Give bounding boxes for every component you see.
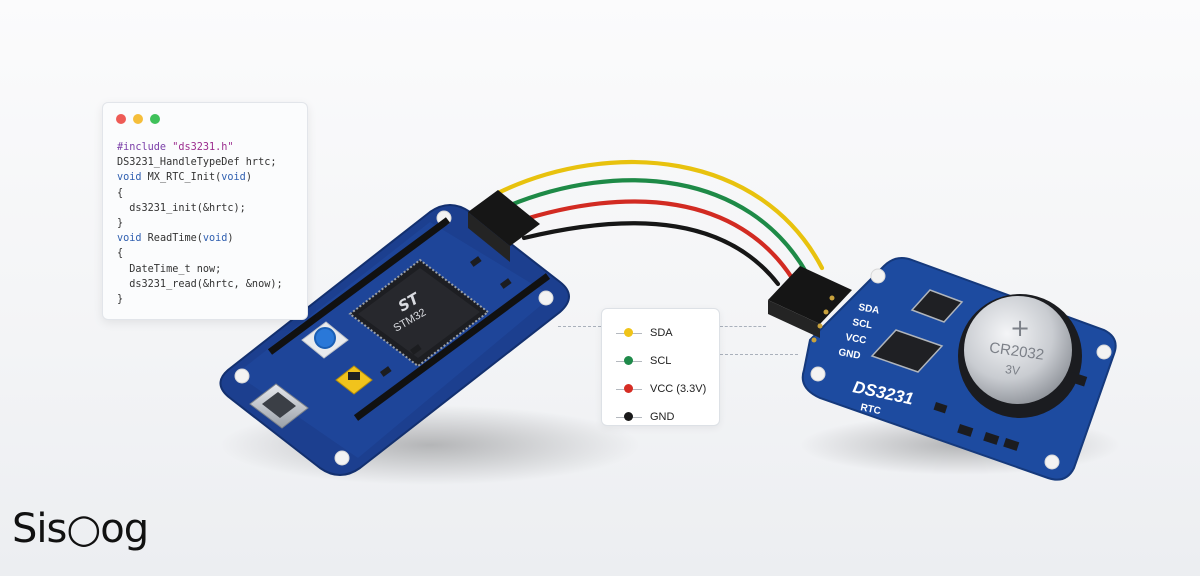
code-token: void — [117, 233, 148, 245]
legend-item-vcc: VCC (3.3V) — [616, 375, 706, 403]
code-line: ds3231_init(&hrtc); — [117, 201, 283, 216]
rtc-chip-ds3231 — [870, 329, 944, 373]
code-lines: #include "ds3231.h" DS3231_HandleTypeDef … — [117, 140, 283, 307]
wire-color-swatch-icon — [616, 384, 642, 394]
callout-line-right-top — [720, 326, 766, 327]
wire-sda — [497, 160, 825, 271]
code-token: } — [117, 293, 124, 305]
code-token: { — [117, 187, 124, 199]
code-token: ) — [227, 233, 234, 245]
battery-plus: + — [1010, 314, 1030, 342]
rtc-chip-eeprom — [910, 289, 964, 323]
code-line: DateTime_t now; — [117, 262, 283, 277]
legend-item-sda: SDA — [616, 319, 706, 347]
wire-color-swatch-icon — [616, 356, 642, 366]
callout-line-left — [558, 326, 601, 327]
rtc-board: SDA SCL VCC GND + CR2032 3V DS3231 RTC — [768, 257, 1117, 481]
code-token: MX_RTC_Init( — [147, 172, 222, 184]
rtc-pin-label-scl: SCL — [851, 317, 873, 331]
wire-scl — [505, 178, 809, 275]
code-token: #include — [117, 142, 173, 153]
stm32-bottom-header — [353, 273, 551, 462]
code-token: ReadTime( — [147, 233, 203, 245]
wiring-legend-list: SDA SCL VCC (3.3V) GND — [616, 319, 706, 431]
rtc-subtitle: RTC — [859, 402, 881, 417]
usb-connector — [249, 383, 309, 429]
rtc-battery: + CR2032 3V — [958, 294, 1082, 418]
code-token: ds3231_read(&hrtc, &now); — [117, 278, 283, 290]
code-token: void — [221, 172, 246, 184]
legend-label: GND — [650, 411, 675, 423]
brand-logo: Sis○og — [12, 506, 149, 552]
rtc-wire-header — [768, 266, 852, 343]
code-token: "ds3231.h" — [172, 142, 234, 153]
legend-label: SCL — [650, 355, 672, 367]
code-line: void ReadTime(void) — [117, 231, 283, 246]
legend-label: SDA — [650, 327, 673, 339]
code-snippet-card: #include "ds3231.h" DS3231_HandleTypeDef … — [102, 102, 308, 320]
code-token: DS3231_HandleTypeDef hrtc; — [117, 157, 277, 169]
code-line: { — [117, 186, 283, 201]
jumper-wires — [497, 160, 825, 287]
minimize-dot-icon — [133, 114, 143, 124]
code-token: { — [117, 248, 124, 260]
code-line: void MX_RTC_Init(void) — [117, 170, 283, 185]
code-token: DateTime_t now; — [117, 263, 222, 275]
rtc-pin-label-gnd: GND — [837, 347, 861, 362]
code-token: void — [202, 233, 228, 245]
legend-item-gnd: GND — [616, 403, 706, 431]
reset-button — [301, 321, 349, 359]
code-line: DS3231_HandleTypeDef hrtc; — [117, 155, 283, 170]
rtc-pin-label-sda: SDA — [857, 302, 880, 317]
maximize-dot-icon — [150, 114, 160, 124]
code-token: ds3231_init(&hrtc); — [117, 202, 246, 214]
code-token: void — [117, 172, 148, 184]
code-token: ) — [245, 172, 252, 184]
callout-line-right-bottom — [720, 354, 798, 355]
wire-vcc — [513, 199, 795, 281]
legend-label: VCC (3.3V) — [650, 383, 707, 395]
code-line: } — [117, 216, 283, 231]
legend-item-scl: SCL — [616, 347, 706, 375]
close-dot-icon — [116, 114, 126, 124]
stm32-board: ST STM32 — [219, 190, 570, 476]
wire-color-swatch-icon — [616, 412, 642, 422]
code-token: } — [117, 217, 124, 229]
wire-gnd — [521, 221, 781, 287]
code-line: #include "ds3231.h" — [117, 140, 283, 155]
boot-jumper — [335, 365, 373, 395]
battery-voltage: 3V — [1004, 362, 1020, 378]
stm32-chip: ST STM32 — [348, 258, 490, 368]
code-line: } — [117, 292, 283, 307]
stm32-wire-header — [468, 190, 540, 262]
wire-color-dot-icon — [624, 384, 633, 393]
wire-color-dot-icon — [624, 356, 633, 365]
window-controls — [116, 114, 160, 124]
code-line: ds3231_read(&hrtc, &now); — [117, 277, 283, 292]
wire-color-dot-icon — [624, 328, 633, 337]
code-line: { — [117, 246, 283, 261]
wire-color-dot-icon — [624, 412, 633, 421]
rtc-pin-label-vcc: VCC — [844, 332, 867, 347]
wire-color-swatch-icon — [616, 328, 642, 338]
wiring-legend-card: SDA SCL VCC (3.3V) GND — [601, 308, 720, 426]
